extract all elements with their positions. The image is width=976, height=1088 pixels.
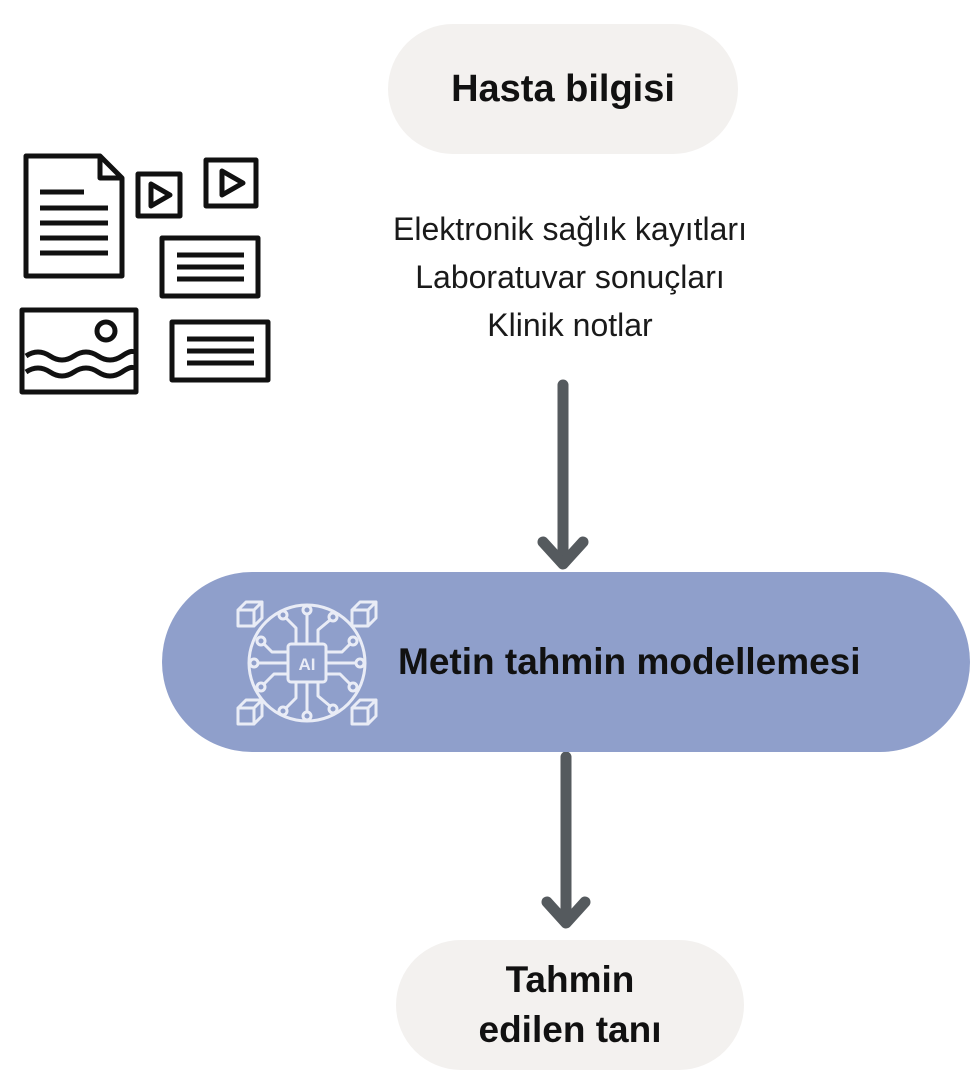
data-sources-list: Elektronik sağlık kayıtları Laboratuvar … <box>330 205 810 349</box>
output-node: Tahmin edilen tanı <box>396 940 744 1070</box>
source-item: Laboratuvar sonuçları <box>415 259 725 295</box>
output-node-label-line1: Tahmin <box>505 959 635 1000</box>
arrow-down-icon <box>541 751 591 929</box>
model-node-label: Metin tahmin modellemesi <box>398 641 861 682</box>
text-card-icon <box>169 319 271 383</box>
input-node: Hasta bilgisi <box>388 24 738 154</box>
output-node-label-line2: edilen tanı <box>478 1009 662 1050</box>
ai-chip-text: AI <box>299 655 316 674</box>
ai-chip-icon: AI <box>236 600 378 726</box>
source-item: Klinik notlar <box>487 307 653 343</box>
document-icon <box>23 153 125 279</box>
video-icon <box>203 157 259 209</box>
arrow-down-icon <box>537 379 589 570</box>
input-node-label: Hasta bilgisi <box>451 67 675 110</box>
patient-data-icons <box>19 153 271 395</box>
video-icon <box>135 171 183 219</box>
model-node: AI Metin tahmin modellemesi <box>162 572 970 752</box>
text-card-icon <box>159 235 261 299</box>
image-icon <box>19 307 139 395</box>
source-item: Elektronik sağlık kayıtları <box>393 211 747 247</box>
